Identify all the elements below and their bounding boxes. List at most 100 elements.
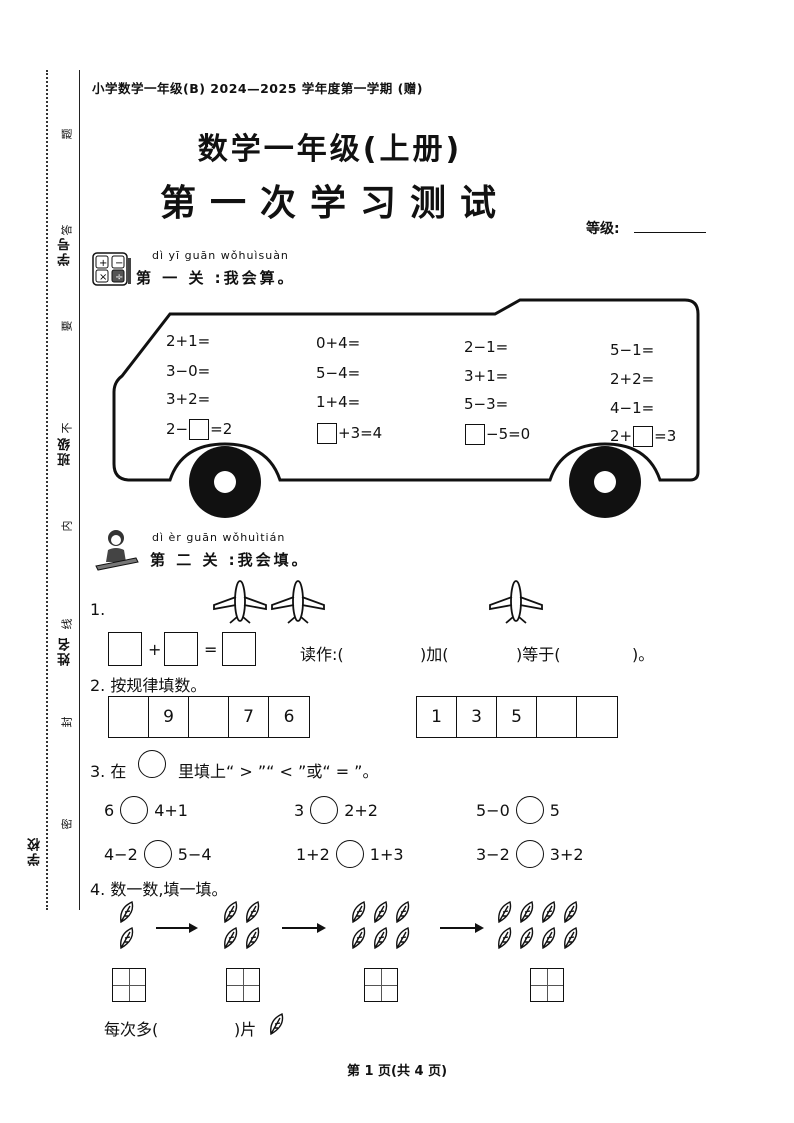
calc-equation: 2− =2	[166, 419, 232, 440]
leaf-group	[222, 900, 264, 950]
leaf-icon	[374, 927, 388, 950]
sequence-cell[interactable]	[537, 697, 577, 737]
leaf-icon	[396, 927, 410, 950]
calc-equation: 3−0=	[166, 362, 211, 380]
sequence-cell: 9	[149, 697, 189, 737]
q4-answer-grid[interactable]	[112, 968, 146, 1002]
calc-equation: +3=4	[316, 423, 382, 444]
equation-answer-box[interactable]	[317, 423, 337, 444]
seal-char: 要	[60, 320, 74, 332]
calc-equation: 3+2=	[166, 390, 211, 408]
comparison-circle[interactable]	[515, 840, 544, 868]
sequence-cell: 1	[417, 697, 457, 737]
sequence-cell[interactable]	[109, 697, 149, 737]
seal-char: 不	[60, 422, 74, 434]
calc-equation: 2+=3	[610, 426, 676, 447]
leaf-icon	[498, 901, 512, 924]
leaf-icon	[542, 901, 556, 924]
q4-each-pre: 每次多(	[104, 1020, 159, 1039]
section2-title: 第 二 关 :我会填。	[150, 551, 310, 569]
seal-char: 密	[60, 818, 74, 830]
leaf-icon	[246, 927, 260, 950]
q3-circle-example	[138, 750, 166, 778]
comparison-left: 3	[294, 800, 305, 820]
margin-name: 姓名	[58, 636, 73, 666]
comparison-right: 4+1	[154, 800, 188, 820]
sequence-cell: 6	[283, 707, 295, 727]
equation-prefix: 2−	[166, 420, 189, 438]
leaf-group	[118, 900, 138, 950]
leaf-icon	[270, 1013, 284, 1036]
airplane-icon	[489, 580, 543, 624]
airplane-icon	[271, 580, 325, 624]
binding-dotted-line	[46, 70, 48, 910]
calculator-icon: +− ×÷	[92, 252, 131, 286]
calc-equation: 2−1=	[464, 338, 509, 356]
section1-title: 第 一 关 :我会算。	[136, 269, 296, 287]
comparison-circle[interactable]	[335, 840, 364, 868]
student-writing-icon	[95, 530, 139, 571]
q1-read-as: 读作:(	[300, 645, 344, 664]
leaf-icon	[542, 927, 556, 950]
calc-equation: 5−3=	[464, 395, 509, 413]
calc-equation: 1+4=	[316, 393, 361, 411]
comparison-right: 5	[549, 800, 560, 820]
sequence-cell[interactable]	[577, 697, 617, 737]
exam-header: 小学数学一年级(B) 2024—2025 学年度第一学期 (赠)	[92, 81, 424, 96]
q1-add: )加(	[420, 645, 449, 664]
seal-char: 答	[60, 224, 74, 236]
q1-addend2-box[interactable]	[164, 632, 198, 666]
q4-answer-grid[interactable]	[530, 968, 564, 1002]
svg-text:÷: ÷	[115, 272, 123, 283]
calc-equation: 4−1=	[610, 399, 655, 417]
leaf-icon	[520, 927, 534, 950]
calc-equation: 0+4=	[316, 334, 361, 352]
section2-pinyin: dì èr guān wǒhuìtián	[152, 531, 286, 544]
airplane-icon	[213, 580, 267, 624]
equation-answer-box[interactable]	[633, 426, 654, 447]
seal-char: 内	[60, 520, 74, 532]
q4-answer-grid[interactable]	[226, 968, 260, 1002]
leaf-icon	[120, 927, 134, 950]
comparison-item: 5−0 5	[476, 796, 560, 824]
grade-blank[interactable]	[634, 232, 706, 233]
page-footer: 第 1 页(共 4 页)	[346, 1064, 448, 1079]
comparison-circle[interactable]	[310, 796, 339, 824]
equation-answer-box[interactable]	[465, 424, 485, 445]
margin-school: 学校	[28, 836, 43, 866]
leaf-icon	[520, 901, 534, 924]
comparison-circle[interactable]	[143, 840, 172, 868]
subject-title: 数学一年级(上册)	[197, 132, 463, 167]
equation-suffix: =2	[210, 420, 233, 438]
comparison-circle[interactable]	[515, 796, 544, 824]
leaf-group	[350, 900, 414, 950]
q1-addend1-box[interactable]	[108, 632, 142, 666]
q3-title-post: 里填上“ > ”“ < ”或“ = ”。	[178, 762, 379, 781]
q1-sum-box[interactable]	[222, 632, 256, 666]
leaf-icon	[224, 901, 238, 924]
svg-text:−: −	[115, 258, 123, 269]
margin-student-id: 学号	[58, 236, 73, 266]
calc-equation: 5−4=	[316, 364, 361, 382]
comparison-circle[interactable]	[120, 796, 149, 824]
comparison-left: 5−0	[476, 800, 510, 820]
q1-end: )。	[632, 645, 655, 664]
arrow-right-icon	[440, 923, 484, 933]
q4-title: 4. 数一数,填一填。	[90, 880, 228, 899]
calc-equation: 5−1=	[610, 341, 655, 359]
leaf-icon	[396, 901, 410, 924]
equation-answer-box[interactable]	[189, 419, 210, 440]
q4-answer-grid[interactable]	[364, 968, 398, 1002]
section1-pinyin: dì yī guān wǒhuìsuàn	[152, 249, 289, 262]
seal-char: 封	[60, 716, 74, 728]
arrow-right-icon	[156, 923, 198, 933]
leaf-icon	[564, 901, 578, 924]
q2-title: 2. 按规律填数。	[90, 676, 207, 695]
sequence-cell[interactable]	[189, 697, 229, 737]
q2-sequence-descending: 9 7 6	[108, 696, 310, 738]
grade-label: 等级:	[586, 221, 620, 237]
